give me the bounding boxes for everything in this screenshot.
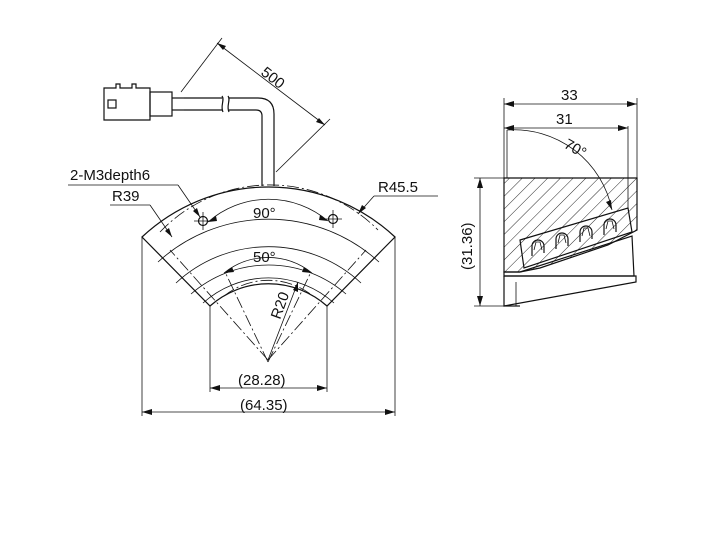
led-elements bbox=[531, 218, 617, 256]
hole-angle-label: 90° bbox=[253, 205, 276, 222]
inner-bolt-radius-label: R39 bbox=[112, 188, 140, 205]
front-view: 500 2-M3depth6 R39 R45.5 90° 50° R20 (28… bbox=[68, 37, 438, 416]
leader-lines bbox=[68, 184, 438, 238]
outer-width-label: (64.35) bbox=[240, 397, 288, 414]
hole-spec-label: 2-M3depth6 bbox=[70, 167, 150, 184]
arc-body bbox=[141, 184, 396, 307]
inner-angle-arc bbox=[223, 257, 313, 274]
side-view: 33 31 70° (31.36) bbox=[459, 87, 638, 307]
center-lines bbox=[169, 249, 367, 363]
total-width-label: 33 bbox=[561, 87, 578, 104]
cable-length-dimension bbox=[180, 37, 331, 173]
tilt-angle-arc bbox=[506, 129, 613, 211]
hole-angle-arc bbox=[207, 198, 329, 223]
cable-length-label: 500 bbox=[258, 64, 288, 93]
inner-width-label-side: 31 bbox=[556, 111, 573, 128]
inner-width-label: (28.28) bbox=[238, 372, 286, 389]
inner-angle-label: 50° bbox=[253, 249, 276, 266]
cable bbox=[184, 95, 275, 186]
tilt-angle-label: 70° bbox=[561, 136, 589, 162]
outer-radius-label: R45.5 bbox=[378, 179, 418, 196]
cable-connector bbox=[103, 83, 184, 121]
height-label: (31.36) bbox=[459, 222, 476, 270]
